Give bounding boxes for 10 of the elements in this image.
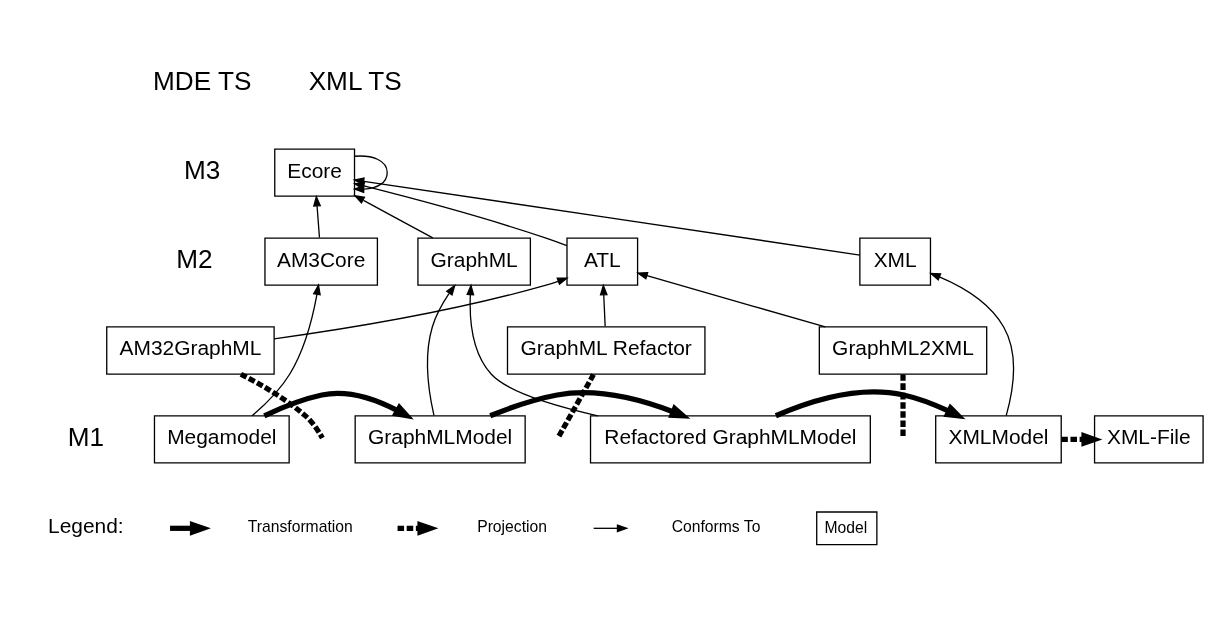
legend-label: Transformation	[247, 517, 353, 535]
label: MDE TS	[153, 65, 252, 96]
label: Legend:	[48, 513, 124, 537]
label: XML TS	[308, 65, 402, 96]
legend-label: Projection	[477, 517, 547, 535]
label: M1	[67, 421, 104, 452]
legend-label: Conforms To	[671, 517, 761, 535]
legend-label: Model	[824, 518, 868, 536]
label: M3	[184, 154, 221, 185]
label: M2	[176, 243, 213, 274]
